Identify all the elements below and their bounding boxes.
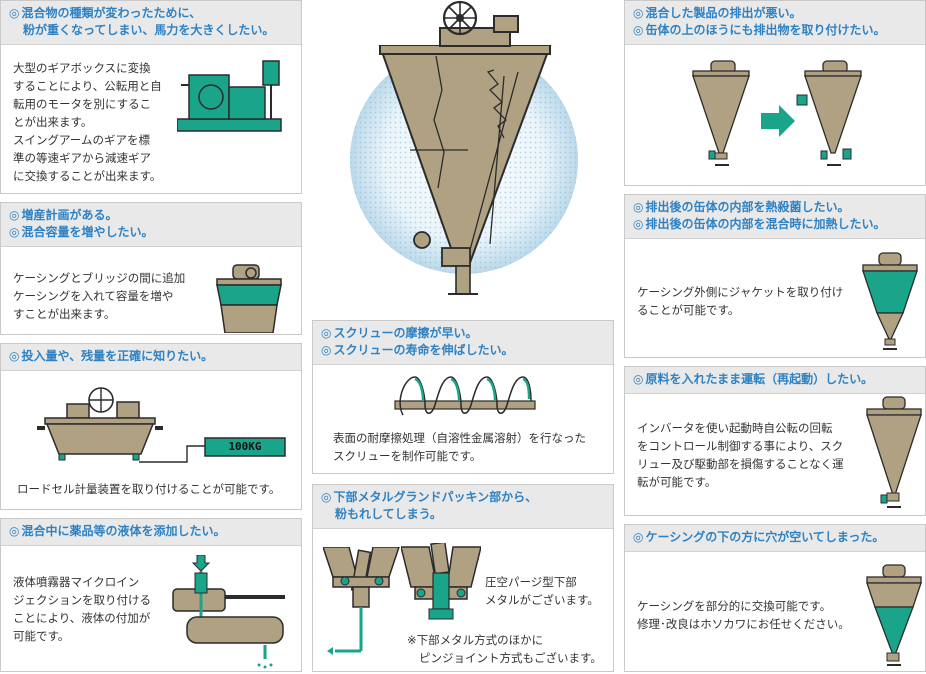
card-liquid-title: 混合中に薬品等の液体を添加したい。 — [9, 523, 293, 540]
card-gearbox-text: 大型のギアボックスに変換することにより、公転用と自 転用のモータを別にすることが… — [13, 61, 162, 183]
liquid-figure — [172, 555, 285, 669]
card-packing-title-1: 下部メタルグランドパッキン部から、 — [321, 489, 605, 506]
loadcell-display: 100KG — [228, 440, 262, 453]
card-restart-title: 原料を入れたまま運転（再起動）したい。 — [633, 371, 917, 388]
card-capacity-text: ケーシングとブリッジの間に追加ケーシングを入れて容量を増や すことが出来ます。 — [13, 271, 186, 321]
discharge-figure — [692, 60, 862, 166]
card-restart: 原料を入れたまま運転（再起動）したい。 インバータを使い起動時自公転の回転をコン… — [624, 366, 926, 516]
card-gearbox: 混合物の種類が変わったために、 粉が重くなってしまい、馬力を大きくしたい。 大型… — [0, 0, 302, 194]
card-screw-title-1: スクリューの摩擦が早い。 — [321, 325, 605, 342]
packing-figure-right — [401, 543, 481, 620]
card-packing: 下部メタルグランドパッキン部から、 粉もれしてしまう。 圧空パージ型下部メタルが… — [312, 484, 614, 672]
hole-figure — [866, 564, 922, 666]
capacity-figure — [216, 264, 282, 333]
card-gearbox-title-1: 混合物の種類が変わったために、 — [9, 5, 293, 22]
card-heat-title-1: 排出後の缶体の内部を熱殺菌したい。 — [633, 199, 917, 216]
packing-figure-left — [323, 547, 400, 655]
card-restart-text: インバータを使い起動時自公転の回転をコントロール制御する事により、スク リュー及… — [637, 421, 844, 489]
card-liquid-text: 液体噴霧器マイクロインジェクションを取り付ける ことにより、液体の付加が可能です… — [13, 575, 151, 643]
card-screw-title-2: スクリューの寿命を伸ばしたい。 — [321, 342, 605, 359]
card-loadcell: 投入量や、残量を正確に知りたい。 100KG ロードセル計量装置を取り付けること… — [0, 343, 302, 510]
card-liquid: 混合中に薬品等の液体を添加したい。 液体噴霧器マイクロインジェクションを取り付け… — [0, 518, 302, 672]
card-discharge: 混合した製品の排出が悪い。 缶体の上のほうにも排出物を取り付けたい。 — [624, 0, 926, 186]
card-screw: スクリューの摩擦が早い。 スクリューの寿命を伸ばしたい。 表面の耐摩擦処理（自溶… — [312, 320, 614, 474]
heat-figure — [862, 252, 918, 350]
card-gearbox-title-2: 粉が重くなってしまい、馬力を大きくしたい。 — [23, 23, 275, 37]
card-heat-text: ケーシング外側にジャケットを取り付けることが可能です。 — [637, 285, 844, 317]
card-loadcell-text: ロードセル計量装置を取り付けることが可能です。 — [17, 482, 281, 496]
card-loadcell-title: 投入量や、残量を正確に知りたい。 — [9, 348, 293, 365]
card-capacity: 増産計画がある。 混合容量を増やしたい。 ケーシングとブリッジの間に追加ケーシン… — [0, 202, 302, 335]
card-heat: 排出後の缶体の内部を熱殺菌したい。 排出後の缶体の内部を混合時に加熱したい。 ケ… — [624, 194, 926, 358]
restart-figure — [866, 396, 922, 508]
card-screw-text: 表面の耐摩擦処理（自溶性金属溶射）を行なったスクリューを制作可能です。 — [333, 431, 586, 463]
card-hole-text: ケーシングを部分的に交換可能です。修理･改良はホソカワにお任せください。 — [637, 599, 850, 631]
screw-figure — [394, 376, 536, 416]
card-packing-note: ※下部メタル方式のほかに ピンジョイント方式もございます。 — [407, 633, 602, 665]
main-mixer-illustration — [318, 0, 614, 316]
loadcell-figure — [37, 387, 286, 463]
card-capacity-title-2: 混合容量を増やしたい。 — [9, 224, 293, 241]
gearbox-figure — [177, 60, 282, 132]
card-hole-title: ケーシングの下の方に穴が空いてしまった。 — [633, 529, 917, 546]
card-packing-title-2: 粉もれしてしまう。 — [335, 507, 442, 521]
card-discharge-title-1: 混合した製品の排出が悪い。 — [633, 5, 917, 22]
card-heat-title-2: 排出後の缶体の内部を混合時に加熱したい。 — [633, 216, 917, 233]
card-hole: ケーシングの下の方に穴が空いてしまった。 ケーシングを部分的に交換可能です。修理… — [624, 524, 926, 672]
card-capacity-title-1: 増産計画がある。 — [9, 207, 293, 224]
card-packing-text: 圧空パージ型下部メタルがございます。 — [485, 575, 599, 607]
card-discharge-title-2: 缶体の上のほうにも排出物を取り付けたい。 — [633, 22, 917, 39]
